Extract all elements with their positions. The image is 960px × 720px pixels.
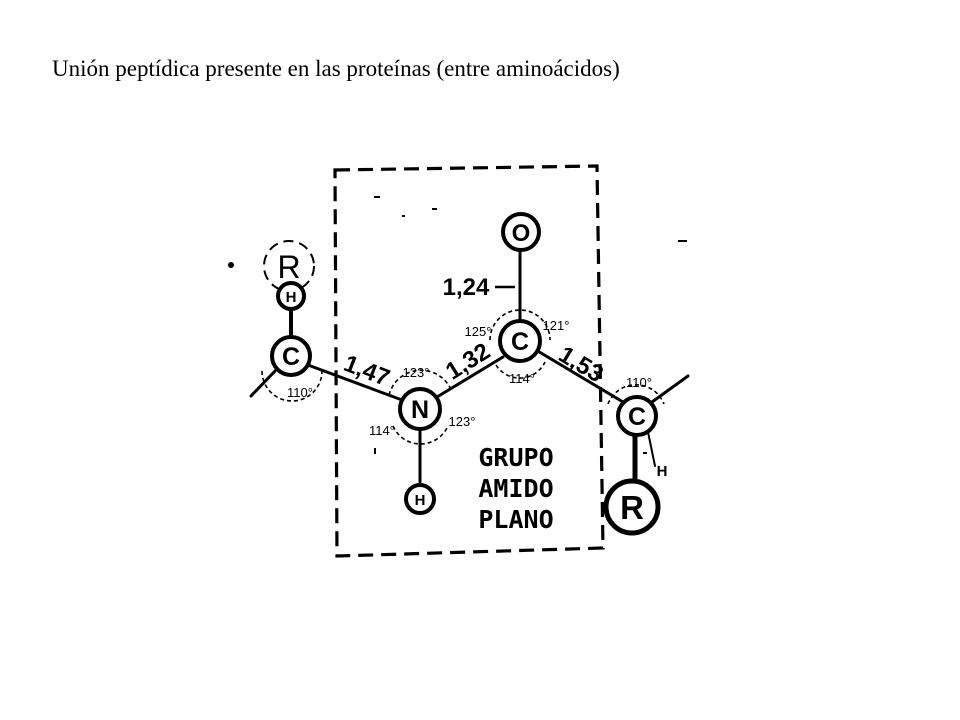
bond-right-tail bbox=[650, 374, 690, 404]
angle-n-top: 123° bbox=[403, 365, 430, 380]
atom-h-left-label: H bbox=[286, 289, 297, 306]
atom-alpha-c-right-label: C bbox=[628, 403, 646, 431]
angle-c-bottom: 114° bbox=[509, 371, 535, 386]
page-title: Unión peptídica presente en las proteína… bbox=[52, 56, 620, 81]
bond-ca-h-right bbox=[647, 431, 656, 467]
group-label-line2: AMIDO bbox=[478, 474, 553, 503]
atom-r-left: R bbox=[263, 240, 315, 292]
atom-alpha-c-left-label: C bbox=[282, 343, 300, 371]
angle-right-c: 110° bbox=[626, 375, 652, 390]
atom-nitrogen-label: N bbox=[411, 396, 429, 424]
atom-carbonyl-c-label: C bbox=[511, 328, 529, 356]
atom-nitrogen: N bbox=[398, 387, 442, 431]
angle-c-right: 121° bbox=[543, 318, 570, 333]
atom-oxygen-label: O bbox=[512, 220, 531, 247]
atom-r-left-label: R bbox=[277, 249, 300, 285]
angle-c-left: 125° bbox=[465, 324, 492, 339]
atom-alpha-c-left: C bbox=[270, 335, 312, 377]
amide-plane-box bbox=[333, 164, 605, 558]
angle-left-c: 110° bbox=[287, 385, 313, 400]
bonds bbox=[249, 248, 690, 484]
scan-specks bbox=[228, 196, 687, 454]
group-label-line3: PLANO bbox=[478, 505, 553, 534]
angle-n-left: 114° bbox=[369, 423, 395, 438]
atom-h-right-label: H bbox=[657, 463, 668, 480]
atom-r-right-label: R bbox=[620, 489, 644, 526]
atom-alpha-c-right: C bbox=[616, 395, 658, 437]
atom-h-nitrogen-label: H bbox=[415, 492, 426, 509]
bond-ca-n bbox=[306, 363, 404, 402]
bond-length-c-o: 1,24 bbox=[443, 274, 490, 301]
atom-oxygen: O bbox=[501, 212, 541, 252]
angle-arcs bbox=[261, 309, 665, 445]
bond-c-ca-right bbox=[534, 348, 625, 404]
atom-h-nitrogen: H bbox=[404, 483, 436, 515]
group-label-line1: GRUPO bbox=[478, 443, 553, 472]
atom-h-left: H bbox=[276, 281, 306, 311]
atom-carbonyl-c: C bbox=[498, 319, 542, 363]
atom-r-right: R bbox=[603, 478, 661, 536]
angle-n-right: 123° bbox=[449, 414, 476, 429]
bond-left-tail bbox=[249, 368, 278, 398]
bond-n-c bbox=[435, 355, 505, 399]
